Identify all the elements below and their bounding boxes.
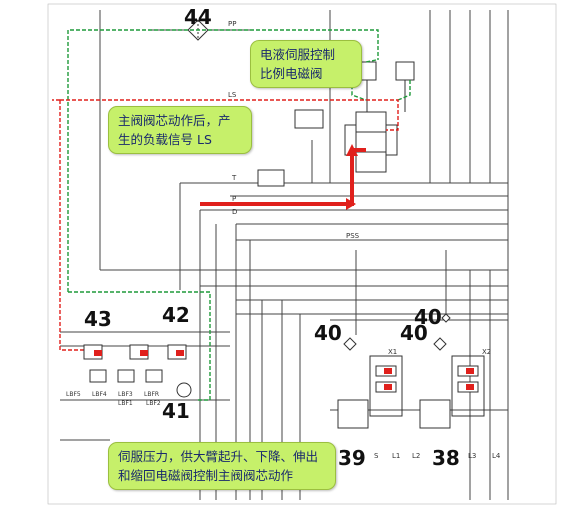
callout-load-signal: 主阀阀芯动作后，产 生的负载信号 LS [108,106,252,154]
label-ls: LS [228,91,237,99]
label-pss: PSS [346,232,360,240]
callout-proportional-valve: 电液伺服控制 比例电磁阀 [250,40,362,88]
label-l4: L4 [492,452,501,460]
left-manifold [83,344,192,398]
label-s: S [374,452,379,460]
component-40-upper: 40 [414,305,442,329]
component-44: 44 [184,5,212,29]
label-t: T [231,174,237,182]
red-ls-lines [52,99,399,351]
circuit-lines [60,10,509,500]
right-valve-groups [337,313,485,429]
callout-line: 伺服压力，供大臂起升、下降、伸出 [118,449,319,464]
label-l2: L2 [412,452,420,460]
callout-line: 和缩回电磁阀控制主阀阀芯动作 [118,468,294,483]
label-l3: L3 [468,452,476,460]
component-42: 42 [162,303,190,327]
frame [47,3,557,505]
port-lbf2: LBF2 [146,400,161,407]
component-41: 41 [162,399,190,423]
component-40-right: 40 [400,321,428,345]
component-40-left: 40 [314,321,342,345]
label-x2: X2 [482,348,491,356]
port-lbf5: LBF5 [66,391,81,398]
component-38: 38 [432,446,460,470]
label-p: P [232,195,236,203]
label-x1: X1 [388,348,397,356]
proportional-valves [357,61,415,112]
component-39: 39 [338,446,366,470]
callout-line: 电液伺服控制 [260,47,336,62]
check-valves [257,109,324,187]
component-43: 43 [84,307,112,331]
label-pp: PP [228,20,236,28]
callout-line: 主阀阀芯动作后，产 [118,113,231,128]
pressure-flow-arrow [200,144,366,210]
callout-line: 比例电磁阀 [260,66,323,81]
port-lbfr: LBFR [144,391,159,398]
label-d: D [232,208,237,216]
callout-line: 生的负载信号 LS [118,132,212,147]
port-lbf4: LBF4 [92,391,107,398]
port-lbf1: LBF1 [118,400,133,407]
label-l1: L1 [392,452,400,460]
port-lbf3: LBF3 [118,391,133,398]
callout-servo-pressure: 伺服压力，供大臂起升、下降、伸出 和缩回电磁阀控制主阀阀芯动作 [108,442,336,490]
main-valve-body [344,111,398,173]
